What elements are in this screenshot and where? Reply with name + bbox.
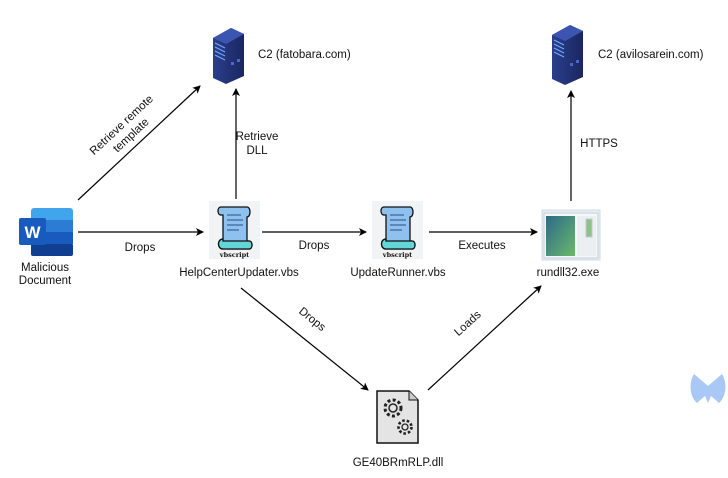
vbscript-icon: vbscript: [372, 201, 423, 259]
node-c2-avilosarein: C2 (avilosarein.com): [552, 25, 704, 85]
node-label: Malicious: [21, 262, 69, 274]
node-label: GE40BRmRLP.dll: [353, 457, 444, 469]
node-malicious-document: W Malicious Document: [19, 208, 73, 287]
edge-label: Drops: [125, 242, 156, 254]
edge-label: Drops: [299, 240, 330, 252]
node-label: UpdateRunner.vbs: [350, 267, 446, 279]
edge-label: Executes: [458, 240, 506, 252]
node-updaterunner-vbs: vbscript UpdateRunner.vbs: [350, 201, 446, 279]
node-label: Document: [19, 275, 72, 287]
edge-label: HTTPS: [580, 138, 618, 150]
server-icon: [552, 25, 583, 85]
vbscript-icon: vbscript: [209, 201, 260, 259]
server-icon: [213, 28, 244, 84]
edge-label: Retrieve: [236, 131, 279, 143]
edge-dll-to-rundll: Loads: [427, 285, 542, 391]
node-label: HelpCenterUpdater.vbs: [179, 267, 299, 279]
vbscript-icon-text: vbscript: [382, 251, 412, 259]
application-window-icon: [541, 209, 601, 261]
node-helpcenterupdater-vbs: vbscript HelpCenterUpdater.vbs: [179, 201, 299, 279]
edge-rundll-to-c2-2: HTTPS: [567, 90, 618, 201]
edge-label: Loads: [452, 309, 484, 339]
word-document-icon: W: [19, 208, 73, 256]
edge-doc-to-c2-1: Retrieve remote template: [77, 85, 201, 201]
node-c2-fatobara: C2 (fatobara.com): [213, 28, 351, 84]
node-rundll32: rundll32.exe: [537, 209, 601, 279]
edge-vbs1-to-dll: Drops: [240, 287, 369, 391]
edge-label: Drops: [296, 305, 328, 334]
svg-text:W: W: [24, 223, 41, 242]
edge-doc-to-vbs1: Drops: [78, 228, 204, 254]
dll-file-gears-icon: [376, 390, 419, 444]
vbscript-icon-text: vbscript: [219, 251, 249, 259]
edge-label: DLL: [246, 145, 268, 157]
node-label: C2 (avilosarein.com): [598, 49, 704, 61]
node-label: C2 (fatobara.com): [258, 49, 351, 61]
malwarebytes-logo: [690, 374, 726, 403]
node-dll: GE40BRmRLP.dll: [353, 390, 444, 469]
edge-vbs2-to-rundll: Executes: [429, 228, 538, 252]
edge-vbs1-to-c2-1: Retrieve DLL: [232, 88, 279, 199]
edge-vbs1-to-vbs2: Drops: [262, 228, 367, 252]
node-label: rundll32.exe: [537, 267, 600, 279]
